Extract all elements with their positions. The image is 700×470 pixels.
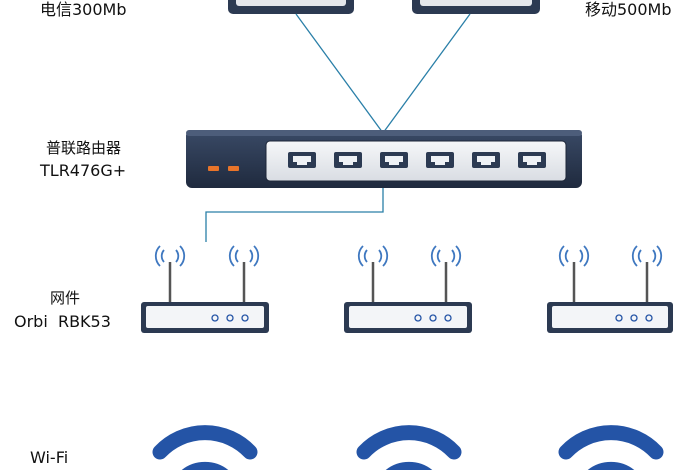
router-port-2 [334, 152, 362, 168]
cables [205, 13, 471, 242]
router-port-6 [518, 152, 546, 168]
router-port-5 [472, 152, 500, 168]
isp-modem-right [412, 0, 540, 14]
mesh-unit-2 [344, 245, 472, 333]
router-device [186, 130, 582, 188]
router-port-1 [288, 152, 316, 168]
mesh-unit-1 [141, 245, 269, 333]
wifi-signal-icon [152, 425, 258, 470]
router-name-line2: TLR476G+ [39, 161, 126, 180]
router-name-line1: 普联路由器 [46, 139, 121, 157]
isp-modem-left [228, 0, 354, 14]
wifi-signal-icon [356, 425, 462, 470]
isp-right-label: 移动500Mb [585, 0, 672, 19]
mesh-unit-3 [547, 245, 673, 333]
isp-left-label: 电信300Mb [40, 0, 127, 19]
mesh-name-line2: Orbi RBK53 [14, 312, 111, 331]
wifi-signal-icon [558, 425, 664, 470]
wifi-label: Wi-Fi [30, 448, 68, 467]
router-port-3 [380, 152, 408, 168]
router-led-1 [208, 166, 219, 171]
mesh-name-line1: 网件 [50, 289, 80, 307]
router-led-2 [228, 166, 239, 171]
router-port-4 [426, 152, 454, 168]
